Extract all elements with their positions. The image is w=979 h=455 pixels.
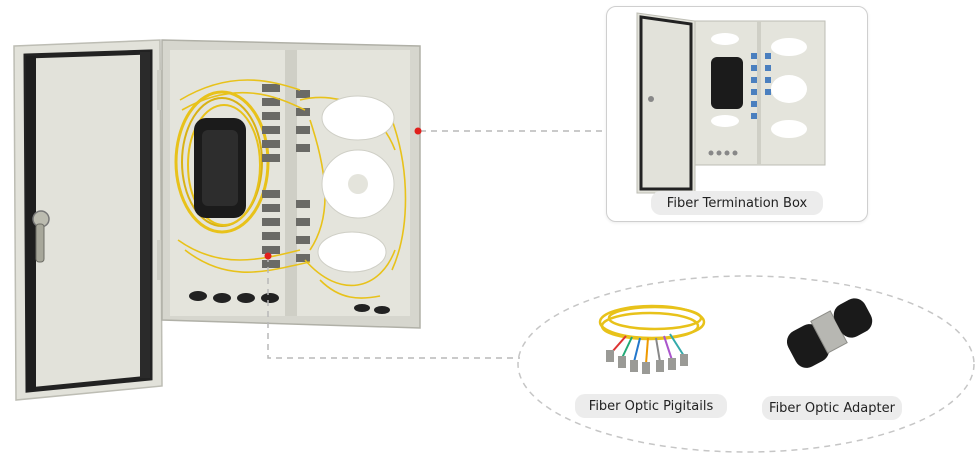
adapter-panel — [262, 84, 310, 268]
door-lock-icon — [32, 210, 50, 263]
accessories-ellipse — [517, 275, 975, 453]
adapter-illustration — [786, 298, 873, 368]
termination-box-image — [636, 12, 826, 194]
callout-dot-pigtails — [264, 252, 272, 260]
adapter-label: Fiber Optic Adapter — [762, 396, 902, 420]
fiber-spools — [317, 95, 395, 273]
callout-lines — [267, 130, 606, 359]
pigtails-label: Fiber Optic Pigitails — [575, 394, 727, 418]
pigtails-illustration — [598, 304, 706, 374]
small-box-body — [694, 20, 826, 166]
cabinet-door — [13, 39, 163, 401]
small-box-door — [636, 12, 696, 194]
termination-box-card — [606, 6, 868, 222]
cabinet-body — [161, 39, 421, 329]
splice-tray — [174, 90, 270, 234]
callout-dot-box — [414, 127, 422, 135]
cable-glands — [189, 291, 390, 314]
termination-box-label: Fiber Termination Box — [651, 191, 823, 215]
